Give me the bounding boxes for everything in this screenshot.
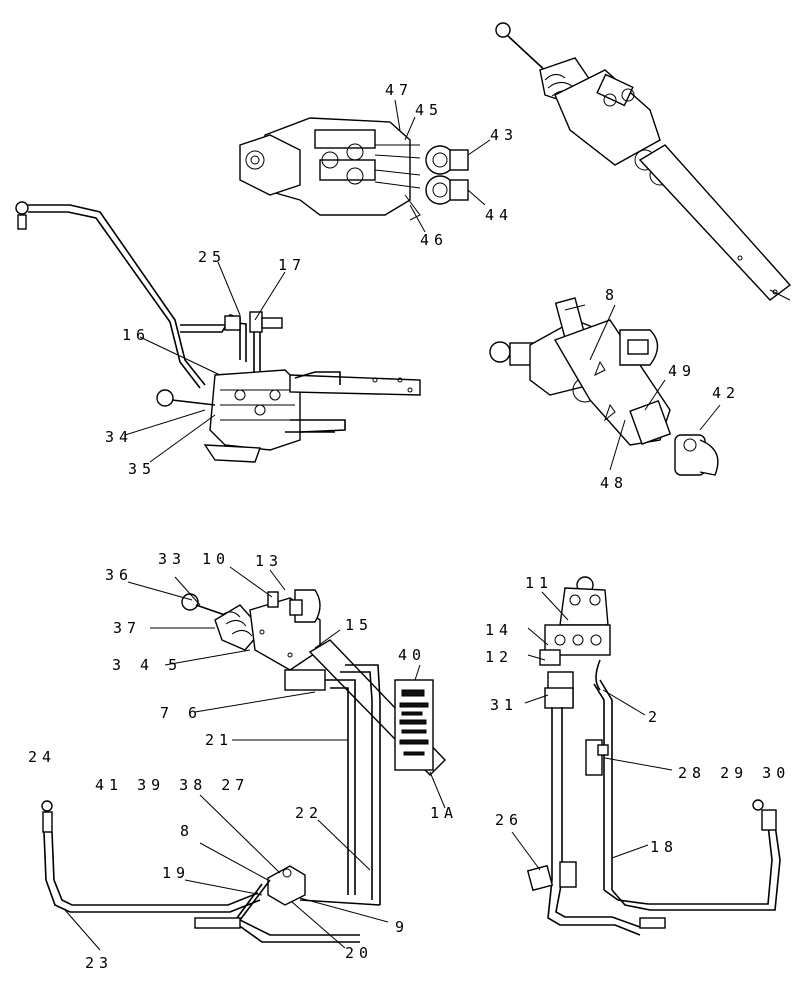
callout-20: 20 [345, 944, 373, 962]
callout-25: 25 [198, 248, 226, 266]
callout-47: 47 [385, 81, 413, 99]
callout-34: 34 [105, 428, 133, 446]
callout-46: 46 [420, 231, 448, 249]
callout-28-29-30: 28 29 30 [678, 764, 790, 782]
callout-24: 24 [28, 748, 56, 766]
main-assembly-lower-left [41, 566, 446, 951]
callout-15: 15 [345, 616, 373, 634]
callout-8-upper: 8 [605, 286, 619, 304]
callout-35: 35 [128, 460, 156, 478]
callout-44: 44 [485, 206, 513, 224]
callout-43: 43 [490, 126, 518, 144]
callout-40: 40 [398, 646, 426, 664]
callout-76: 7 6 [160, 704, 202, 722]
valve-block-assembly [239, 99, 491, 233]
callout-345: 3 4 5 [112, 656, 182, 674]
callout-12: 12 [485, 648, 513, 666]
vertical-assembly-lower-right [511, 576, 781, 936]
control-assembly-upper-left [15, 201, 421, 463]
callout-8-lower: 8 [180, 822, 194, 840]
callout-11: 11 [525, 574, 553, 592]
callout-37: 37 [113, 619, 141, 637]
joystick-valve-top-right [495, 22, 792, 301]
callout-31: 31 [490, 696, 518, 714]
callout-49: 49 [668, 362, 696, 380]
callout-23: 23 [85, 954, 113, 972]
callout-45: 45 [415, 101, 443, 119]
callout-17: 17 [278, 256, 306, 274]
callout-13: 13 [255, 552, 283, 570]
callout-2: 2 [648, 708, 662, 726]
callout-21: 21 [205, 731, 233, 749]
callout-14: 14 [485, 621, 513, 639]
callout-18: 18 [650, 838, 678, 856]
callout-1A: 1A [430, 804, 458, 822]
callout-10: 10 [202, 550, 230, 568]
callout-33: 33 [158, 550, 186, 568]
callout-16: 16 [122, 326, 150, 344]
callout-41-39-38-27: 41 39 38 27 [95, 776, 249, 794]
callout-9: 9 [395, 918, 409, 936]
valve-with-handle-right [489, 297, 721, 476]
callout-36: 36 [105, 566, 133, 584]
callout-22: 22 [295, 804, 323, 822]
callout-19: 19 [162, 864, 190, 882]
callout-48: 48 [600, 474, 628, 492]
callout-labels: 47 45 43 44 46 25 17 16 34 35 8 49 42 48… [28, 81, 790, 972]
callout-26: 26 [495, 811, 523, 829]
callout-42: 42 [712, 384, 740, 402]
